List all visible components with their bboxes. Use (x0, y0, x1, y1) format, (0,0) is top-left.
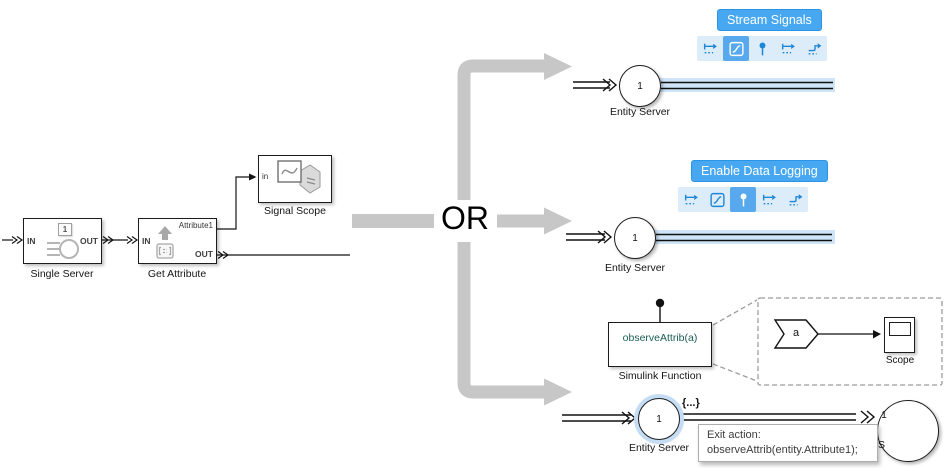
signal-scope-in-port: in (262, 172, 269, 181)
signal-scope-icon (277, 160, 321, 194)
entity-server-label-log: Entity Server (604, 262, 666, 274)
stream-signals-callout[interactable]: Stream Signals (717, 9, 822, 31)
entity-path-dotted-icon[interactable] (775, 36, 801, 61)
simulink-function-block[interactable]: observeAttrib(a) (608, 322, 712, 367)
zoom-callout-dashes (712, 297, 943, 386)
get-attribute-icon (156, 226, 174, 259)
scope-icon[interactable] (723, 36, 749, 61)
stream-entity-path (573, 78, 833, 92)
entity-server-block-stream[interactable]: 1 (619, 65, 661, 107)
get-attribute-in-port: IN (142, 236, 151, 246)
simulink-function-label: Simulink Function (618, 370, 702, 382)
argument-name: a (792, 327, 800, 339)
exit-action-tooltip: Exit action: observeAttrib(entity.Attrib… (698, 424, 878, 462)
argument-inport-shape[interactable] (773, 319, 819, 349)
entity-path-dotted-icon[interactable] (756, 187, 782, 212)
entity-server-label-exit-action: Entity Server (628, 442, 690, 454)
stream-toolbar (697, 36, 827, 61)
scope-icon[interactable] (704, 187, 730, 212)
signal-scope-block[interactable]: in (258, 155, 332, 203)
entity-path-icon[interactable] (678, 187, 704, 212)
stream-highlight-band (660, 78, 835, 92)
left-diagram-wires (2, 173, 350, 259)
entity-path-icon[interactable] (697, 36, 723, 61)
function-prototype: observeAttrib(a) (622, 332, 698, 344)
next-server-capacity: 1 (881, 410, 887, 421)
enable-data-logging-callout[interactable]: Enable Data Logging (691, 160, 828, 182)
tooltip-line2: observeAttrib(entity.Attribute1); (707, 444, 858, 456)
server-capacity: 1 (632, 232, 638, 244)
single-server-out-port: OUT (80, 236, 98, 246)
probe-icon[interactable] (749, 36, 775, 61)
bent-path-icon[interactable] (801, 36, 827, 61)
entity-server-block-log[interactable]: 1 (614, 217, 656, 259)
get-attribute-label: Get Attribute (147, 268, 207, 280)
entity-server-block-exit-action[interactable]: 1 (638, 398, 680, 440)
argument-signal-arrowhead (873, 330, 881, 339)
log-highlight-band (655, 230, 835, 244)
next-entity-server-block[interactable] (877, 400, 939, 462)
server-capacity: 1 (637, 80, 643, 92)
single-server-block[interactable]: IN OUT 1 (23, 218, 102, 264)
server-capacity: 1 (656, 413, 662, 425)
single-server-label: Single Server (30, 268, 94, 280)
single-server-in-port: IN (27, 236, 36, 246)
log-entity-path (566, 230, 832, 244)
scope-screen-icon (889, 322, 911, 336)
scope-label: Scope (885, 355, 915, 366)
exit-action-entity-path (562, 410, 876, 425)
get-attribute-out-port: OUT (195, 249, 213, 259)
or-annotation: OR (441, 200, 489, 236)
or-branch-arrowheads (544, 53, 572, 406)
server-icon (47, 239, 79, 259)
tooltip-line1: Exit action: (707, 429, 761, 441)
bent-path-icon[interactable] (782, 187, 808, 212)
attribute1-port: Attribute1 (178, 221, 213, 230)
function-trigger-dot (655, 298, 665, 308)
signal-scope-label: Signal Scope (264, 205, 326, 217)
exit-action-badge[interactable]: {...} (682, 397, 700, 409)
scope-block[interactable] (884, 317, 915, 353)
log-toolbar (678, 187, 808, 212)
capacity-badge: 1 (58, 223, 72, 236)
or-branch-arrows (352, 59, 545, 399)
entity-server-label-stream: Entity Server (609, 106, 671, 118)
next-server-label-partial: S (878, 439, 886, 451)
probe-icon[interactable] (730, 187, 756, 212)
get-attribute-block[interactable]: Attribute1 IN OUT (138, 218, 217, 264)
